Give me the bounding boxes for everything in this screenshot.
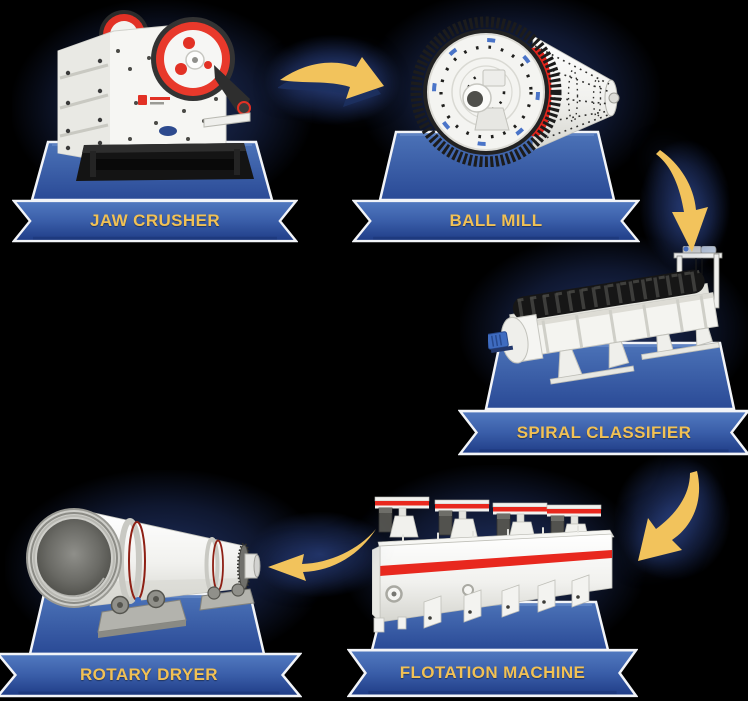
rotary-dryer-illustration	[26, 508, 261, 638]
ribbon-label: ROTARY DRYER	[80, 665, 218, 684]
ribbon-rotary-dryer[interactable]: ROTARY DRYER	[0, 652, 302, 698]
ribbon-label: FLOTATION MACHINE	[399, 663, 586, 682]
arrow-ball-mill-to-spiral-classifier-icon	[656, 150, 708, 252]
arrow-spiral-classifier-to-flotation-machine-icon	[638, 471, 700, 561]
flotation-machine-illustration	[372, 496, 615, 633]
ribbon-ball-mill[interactable]: BALL MILL	[352, 199, 640, 243]
arrow-jaw-crusher-to-ball-mill-icon	[278, 57, 384, 107]
ribbon-label: JAW CRUSHER	[89, 211, 221, 230]
ribbon-label: BALL MILL	[449, 211, 543, 230]
ribbon-label: SPIRAL CLASSIFIER	[516, 422, 692, 442]
jaw-crusher-illustration	[57, 10, 254, 181]
ribbon-jaw-crusher[interactable]: JAW CRUSHER	[12, 199, 298, 243]
ribbon-spiral-classifier[interactable]: SPIRAL CLASSIFIER	[458, 409, 748, 456]
arrow-flotation-machine-to-rotary-dryer-icon	[268, 529, 376, 581]
spiral-classifier-illustration	[488, 246, 723, 385]
ribbon-flotation-machine[interactable]: FLOTATION MACHINE	[347, 648, 638, 698]
ball-mill-illustration	[410, 16, 620, 167]
